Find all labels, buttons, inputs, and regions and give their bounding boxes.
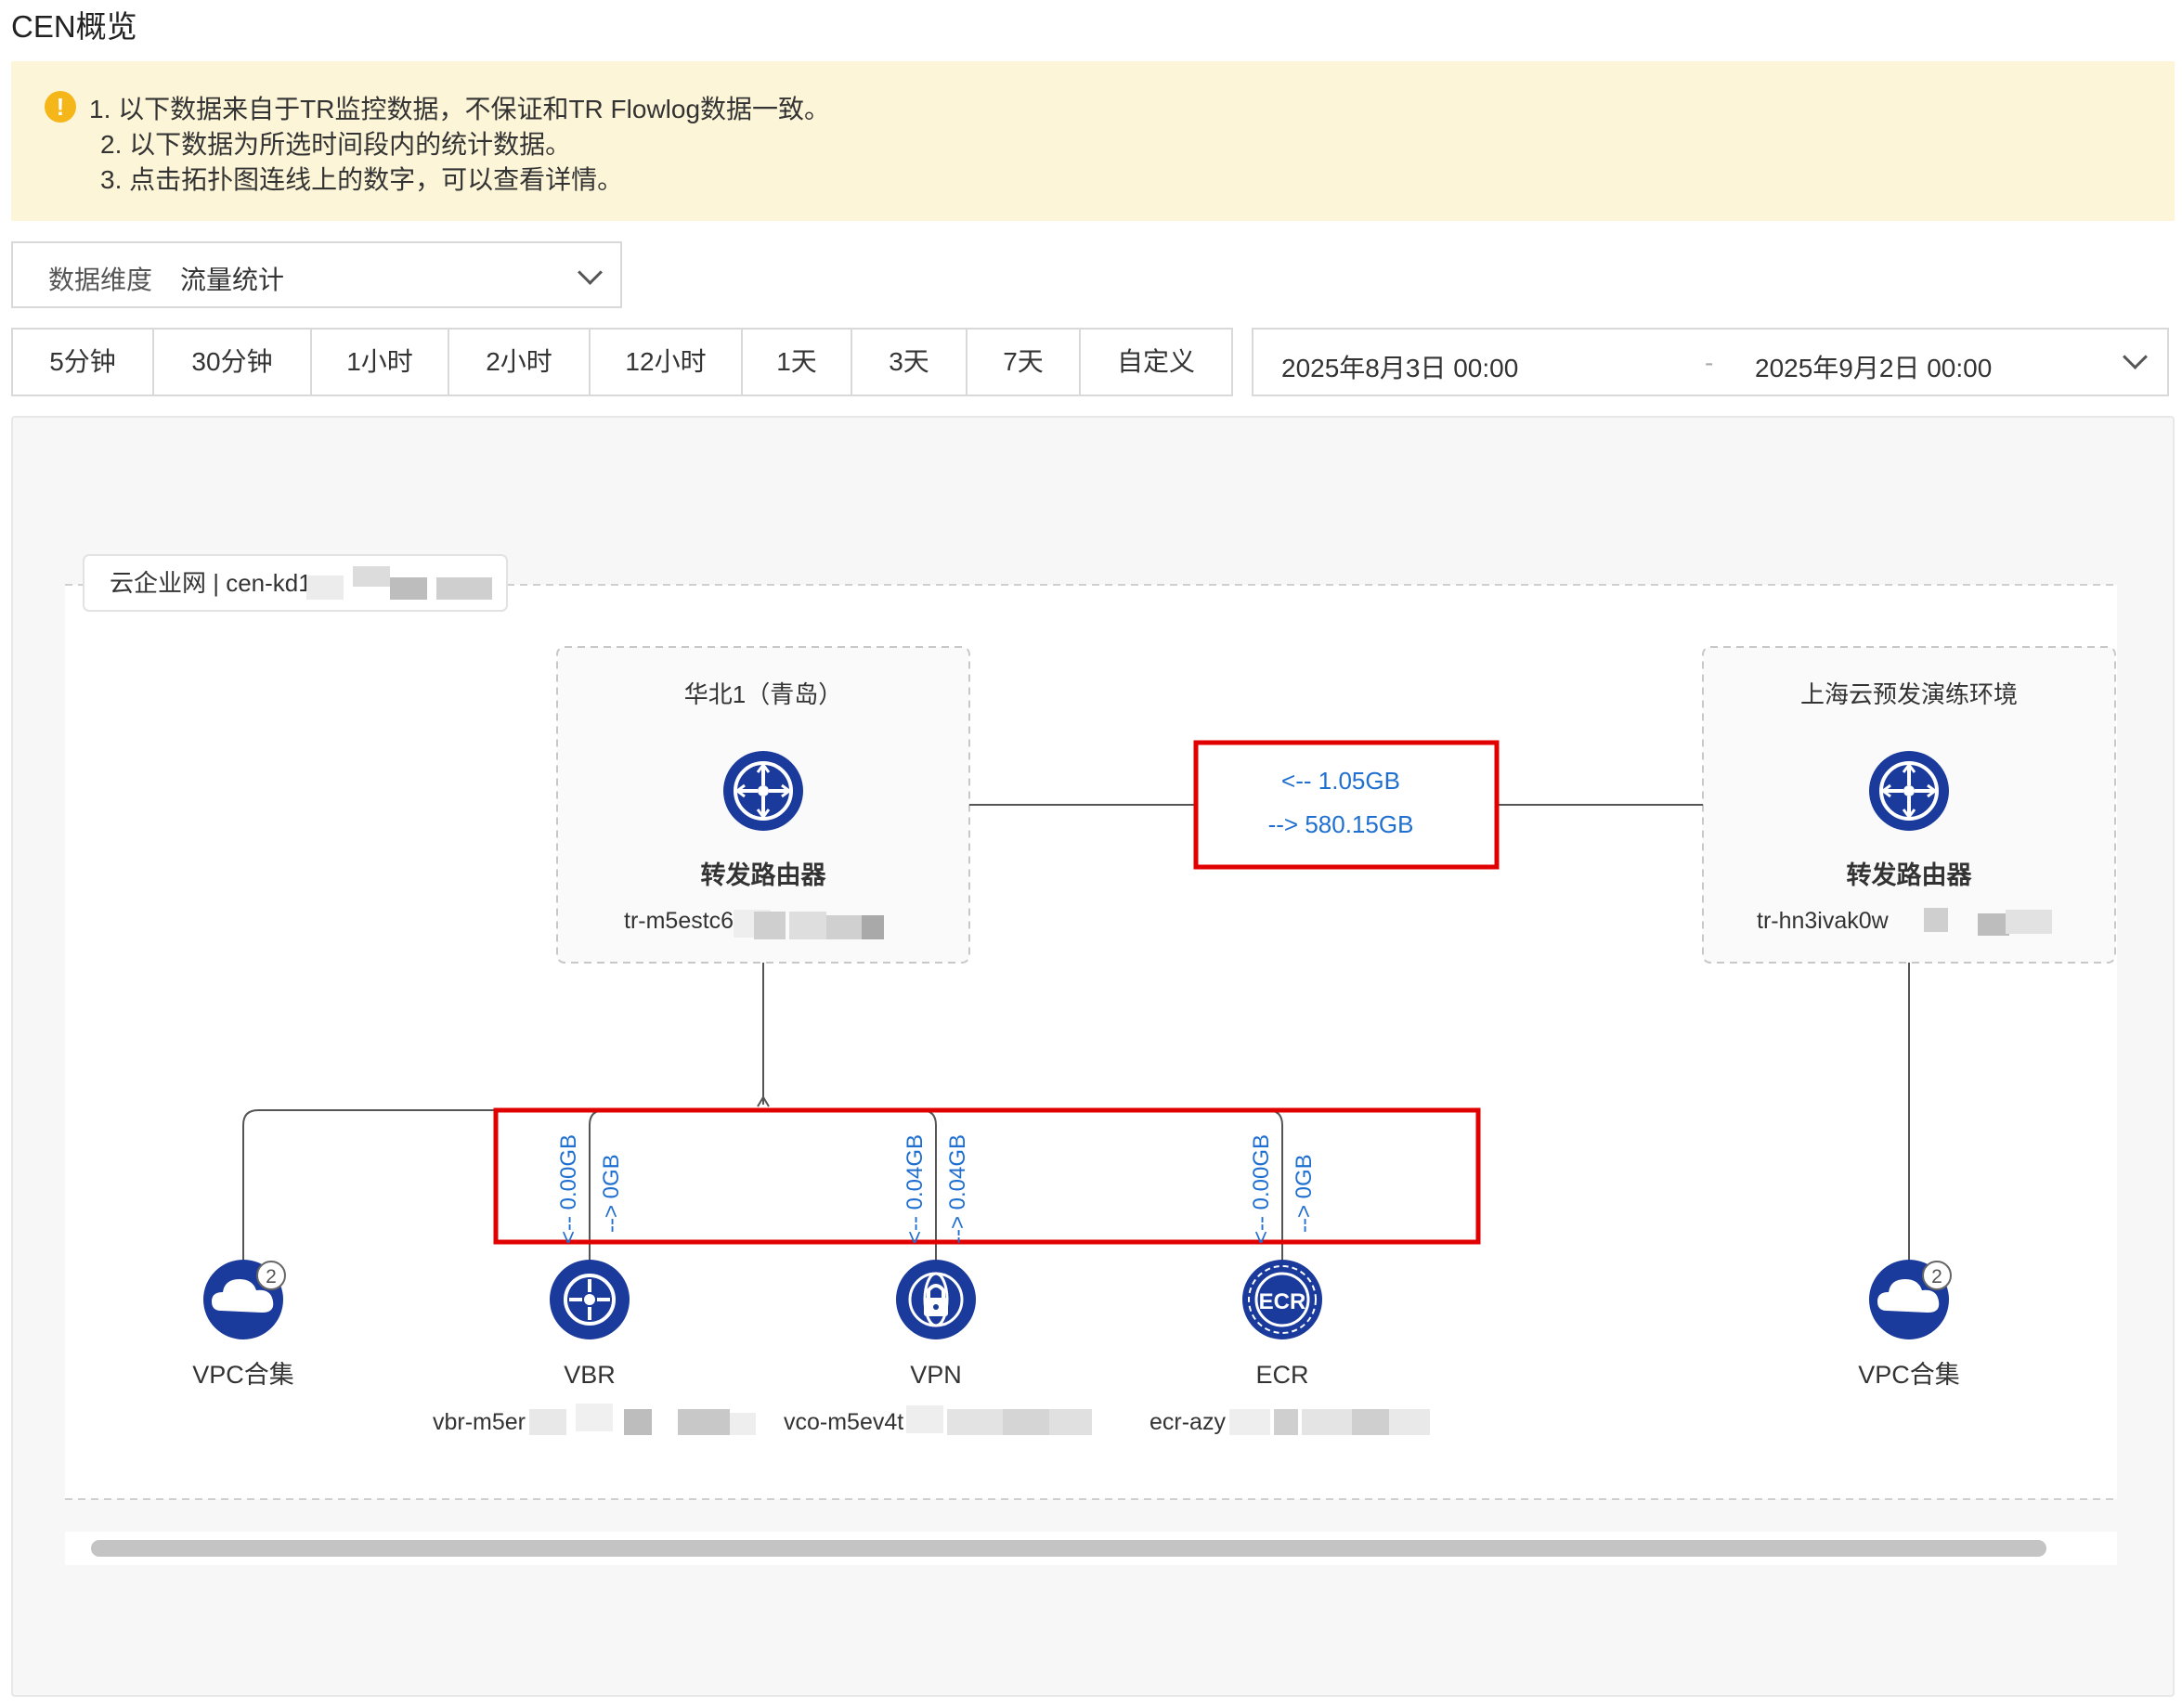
cloud-icon [1877,1279,1940,1313]
attachment-name: ECR [1255,1361,1308,1389]
notice-line-2: 2. 以下数据为所选时间段内的统计数据。 [100,130,572,159]
highlight-box-inter-region [1193,740,1500,870]
date-separator: - [1705,348,1714,377]
vbr-traffic-in[interactable]: <-- 0.00GB [556,1134,581,1244]
time-btn-7d[interactable]: 7天 [968,330,1081,395]
warning-icon: ! [45,91,76,123]
router-node-qingdao[interactable] [723,751,803,831]
vpc-collection-node-left[interactable]: 2 [203,1260,286,1339]
scrollbar-thumb[interactable] [91,1540,2046,1557]
attachment-name: VPN [910,1361,962,1389]
time-btn-1d[interactable]: 1天 [743,330,852,395]
cen-label[interactable]: 云企业网 | cen-kd1 [83,554,508,612]
vpn-traffic-in[interactable]: <-- 0.04GB [903,1134,928,1244]
attachment-id: ecr-azy [1149,1409,1226,1435]
inter-region-traffic-out[interactable]: --> 580.15GB [1268,810,1414,838]
data-dimension-select[interactable]: 数据维度 流量统计 [11,241,622,308]
region-name: 华北1（青岛） [684,680,842,708]
date-end[interactable]: 2025年9月2日 00:00 [1755,354,1993,382]
cloud-icon [212,1279,274,1313]
region-name: 上海云预发演练环境 [1800,680,2018,708]
attachment-id: vco-m5ev4t [784,1409,903,1435]
router-type: 转发路由器 [701,860,827,889]
attachment-id: vbr-m5er [433,1409,526,1435]
router-id: tr-m5estc6 [624,908,734,934]
vbr-traffic-out[interactable]: --> 0GB [599,1154,624,1233]
date-start[interactable]: 2025年8月3日 00:00 [1281,354,1519,382]
time-btn-12h[interactable]: 12小时 [591,330,743,395]
time-btn-2h[interactable]: 2小时 [449,330,591,395]
attachment-name: VPC合集 [192,1361,294,1389]
time-btn-3d[interactable]: 3天 [852,330,968,395]
data-dimension-label: 数据维度 [48,265,153,294]
vpn-traffic-out[interactable]: --> 0.04GB [945,1134,970,1244]
time-btn-5min[interactable]: 5分钟 [13,330,154,395]
ecr-traffic-in[interactable]: <-- 0.00GB [1249,1134,1274,1244]
notice-line-1: 1. 以下数据来自于TR监控数据，不保证和TR Flowlog数据一致。 [89,95,831,123]
vbr-node[interactable] [550,1260,630,1339]
vpc-count-badge: 2 [266,1266,277,1287]
attachment-name: VPC合集 [1858,1361,1960,1389]
time-btn-1h[interactable]: 1小时 [312,330,449,395]
ecr-icon: ECR [1259,1289,1306,1314]
ecr-traffic-out[interactable]: --> 0GB [1292,1154,1317,1233]
page-title: CEN概览 [11,9,137,44]
time-range-buttons: 5分钟 30分钟 1小时 2小时 12小时 1天 3天 7天 自定义 [11,328,1233,396]
ecr-node[interactable]: ECR [1242,1260,1322,1339]
notice-line-3: 3. 点击拓扑图连线上的数字，可以查看详情。 [100,165,624,194]
date-range-picker[interactable]: 2025年8月3日 00:00 - 2025年9月2日 00:00 [1252,328,2169,396]
router-icon [569,1279,610,1320]
time-btn-30min[interactable]: 30分钟 [154,330,312,395]
highlight-box-attachments [493,1107,1481,1245]
router-id: tr-hn3ivak0w [1757,908,1890,934]
vpc-collection-node-right[interactable]: 2 [1869,1260,1952,1339]
cen-label-text: 云企业网 | cen-kd1 [110,569,312,597]
vpn-node[interactable] [896,1260,976,1339]
inter-region-traffic-in[interactable]: <-- 1.05GB [1281,767,1400,795]
data-dimension-value: 流量统计 [180,265,285,294]
router-node-shanghai[interactable] [1869,751,1949,831]
time-btn-custom[interactable]: 自定义 [1116,347,1195,376]
notice-banner: ! 1. 以下数据来自于TR监控数据，不保证和TR Flowlog数据一致。 2… [11,61,2175,221]
router-type: 转发路由器 [1847,860,1973,889]
attachment-name: VBR [564,1361,616,1389]
vpc-count-badge: 2 [1931,1266,1942,1287]
